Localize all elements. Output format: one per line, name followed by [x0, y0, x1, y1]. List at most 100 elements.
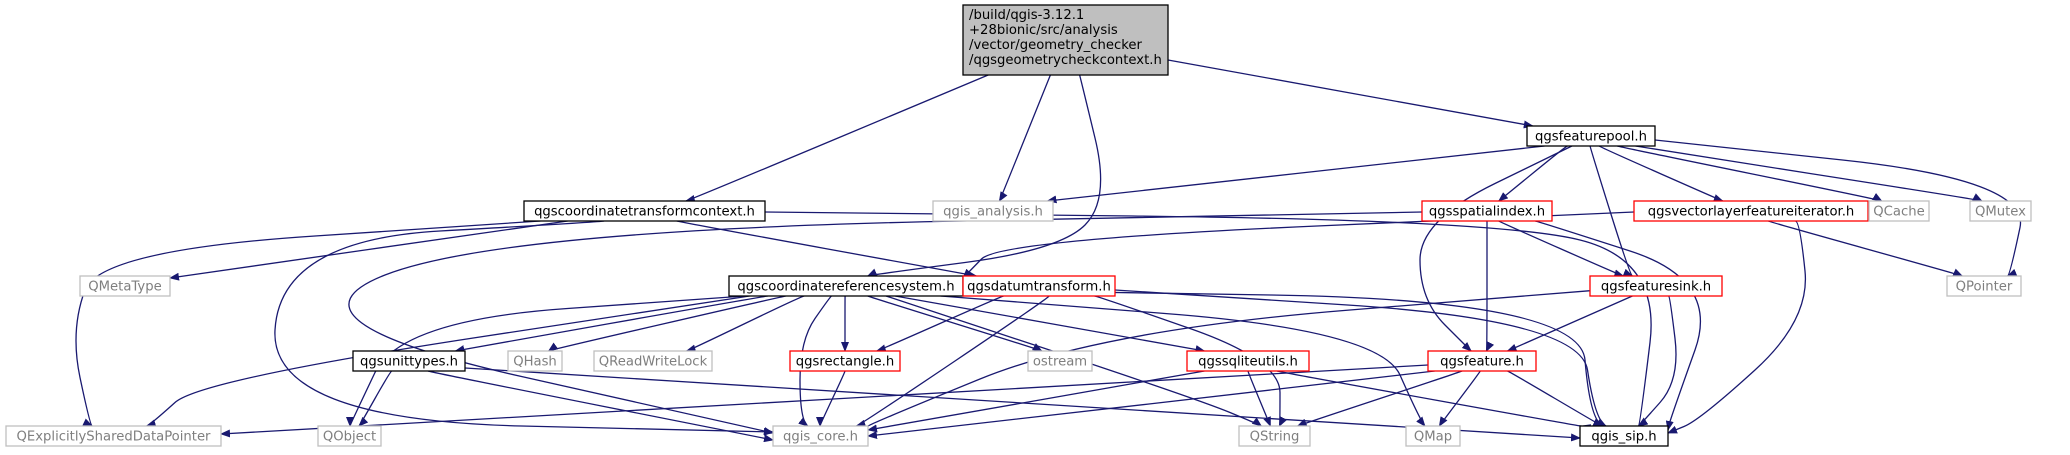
node-label: QMutex — [1975, 205, 2026, 220]
node-box — [1946, 275, 2022, 297]
edge-crs-to-qstring — [885, 295, 1263, 427]
node-vlfi[interactable]: qgsvectorlayerfeatureiterator.h — [1633, 200, 1869, 222]
node-box — [1186, 350, 1310, 372]
edge-ctc-to-sip — [764, 211, 1652, 427]
node-label: ostream — [1033, 355, 1087, 370]
edge-vlfi-to-crs — [962, 211, 1635, 279]
node-label: QHash — [513, 355, 557, 370]
node-label: QPointer — [1956, 280, 2013, 295]
edge-spatialindex-to-featuresink — [1498, 220, 1625, 278]
node-label: qgscoordinatereferencesystem.h — [737, 280, 954, 295]
node-box — [352, 350, 466, 372]
node-box — [1027, 350, 1093, 372]
edge-crs-to-unittypes — [454, 295, 768, 354]
edge-ctc-to-core — [274, 220, 774, 436]
edge-featuresink-to-core — [858, 290, 1591, 433]
node-qmutex: QMutex — [1969, 200, 2032, 222]
node-label: qgsfeature.h — [1440, 355, 1524, 370]
node-root: /build/qgis-3.12.1+28bionic/src/analysis… — [962, 4, 1169, 76]
edge-featurepool-to-vlfi — [1598, 145, 1724, 202]
node-qcache: QCache — [1868, 200, 1930, 222]
node-box — [789, 350, 901, 372]
node-label: QMetaType — [88, 280, 161, 295]
edge-spatialindex-to-sip — [1535, 220, 1702, 431]
node-label: qgsdatumtransform.h — [967, 280, 1111, 295]
edge-crs-to-ostream — [867, 295, 1043, 352]
node-box — [507, 350, 563, 372]
node-qesdp: QExplicitlySharedDataPointer — [5, 425, 222, 447]
node-box — [79, 275, 171, 297]
edge-root-to-ctc — [684, 74, 989, 203]
root-label-line: /vector/geometry_checker — [969, 38, 1142, 53]
edge-crs-to-qesdp — [145, 295, 750, 428]
edge-crs-to-sqliteutils — [894, 295, 1206, 353]
edge-vlfi-to-sip — [1667, 220, 1807, 434]
node-featuresink[interactable]: qgsfeaturesink.h — [1589, 275, 1723, 297]
node-box — [1579, 425, 1669, 447]
node-label: qgssqliteutils.h — [1198, 355, 1298, 370]
node-box — [523, 200, 766, 222]
edge-featuresink-to-sip — [1637, 295, 1677, 427]
edge-featurepool-to-qpointer — [1654, 139, 2022, 277]
edge-unittypes-to-qobject — [358, 370, 393, 427]
node-label: qgsvectorlayerfeatureiterator.h — [1648, 205, 1855, 220]
node-label: QReadWriteLock — [599, 355, 708, 370]
edge-spatialindex-to-feature — [1485, 221, 1495, 352]
node-rectangle[interactable]: qgsrectangle.h — [789, 350, 901, 372]
node-box — [772, 425, 869, 447]
node-core: qgis_core.h — [772, 425, 869, 447]
node-ostream: ostream — [1027, 350, 1093, 372]
edge-ctc-to-datum — [676, 220, 978, 279]
node-box — [1589, 275, 1723, 297]
edge-root-to-analysis — [998, 74, 1052, 202]
node-label: qgsfeaturesink.h — [1601, 280, 1711, 295]
edge-featuresink-to-feature — [1506, 295, 1633, 352]
edge-feature-to-sip — [1507, 370, 1604, 427]
node-box — [1969, 200, 2032, 222]
edge-ctc-to-qmetatype — [169, 220, 568, 281]
node-box — [1526, 125, 1656, 147]
edges — [75, 59, 2022, 443]
node-featurepool[interactable]: qgsfeaturepool.h — [1526, 125, 1656, 147]
edge-feature-to-core — [867, 370, 1435, 439]
edge-feature-to-qmap — [1438, 370, 1481, 427]
node-feature[interactable]: qgsfeature.h — [1427, 350, 1537, 372]
edge-sqliteutils-to-qstring — [1247, 370, 1272, 427]
nodes: /build/qgis-3.12.1+28bionic/src/analysis… — [5, 4, 2032, 447]
node-qpointer: QPointer — [1946, 275, 2022, 297]
node-sip[interactable]: qgis_sip.h — [1579, 425, 1669, 447]
node-label: qgis_core.h — [783, 430, 858, 445]
node-qreadwritelock: QReadWriteLock — [593, 350, 713, 372]
node-qhash: QHash — [507, 350, 563, 372]
node-sqliteutils[interactable]: qgssqliteutils.h — [1186, 350, 1310, 372]
node-crs[interactable]: qgscoordinatereferencesystem.h — [728, 275, 964, 297]
node-label: qgsrectangle.h — [796, 355, 894, 370]
node-label: QString — [1250, 430, 1300, 445]
edge-datum-to-sip — [1114, 289, 1607, 427]
node-label: qgis_sip.h — [1591, 430, 1656, 445]
node-label: qgsfeaturepool.h — [1535, 130, 1647, 145]
node-box — [1633, 200, 1869, 222]
node-qmap: QMap — [1405, 425, 1461, 447]
node-label: QExplicitlySharedDataPointer — [17, 430, 212, 445]
node-unittypes[interactable]: qgsunittypes.h — [352, 350, 466, 372]
node-label: qgis_analysis.h — [943, 205, 1043, 220]
node-spatialindex[interactable]: qgsspatialindex.h — [1421, 200, 1553, 222]
node-box — [1405, 425, 1461, 447]
edge-featurepool-to-qmutex — [1635, 145, 1983, 202]
edge-crs-to-qobject — [346, 295, 746, 427]
edge-crs-to-qmap — [940, 295, 1426, 427]
node-box — [932, 200, 1054, 222]
node-ctc[interactable]: qgscoordinatetransformcontext.h — [523, 200, 766, 222]
edge-crs-to-qreadwritelock — [685, 295, 805, 353]
node-box — [1868, 200, 1930, 222]
edge-root-to-featurepool — [1167, 59, 1534, 129]
edge-featurepool-to-analysis — [1046, 145, 1545, 204]
node-label: qgscoordinatetransformcontext.h — [534, 205, 755, 220]
node-qobject: QObject — [317, 425, 382, 447]
edge-sqliteutils-to-sip — [1276, 370, 1592, 432]
edge-datum-to-rectangle — [875, 295, 1004, 353]
node-datum[interactable]: qgsdatumtransform.h — [962, 275, 1116, 297]
root-label-line: /build/qgis-3.12.1 — [969, 8, 1084, 23]
